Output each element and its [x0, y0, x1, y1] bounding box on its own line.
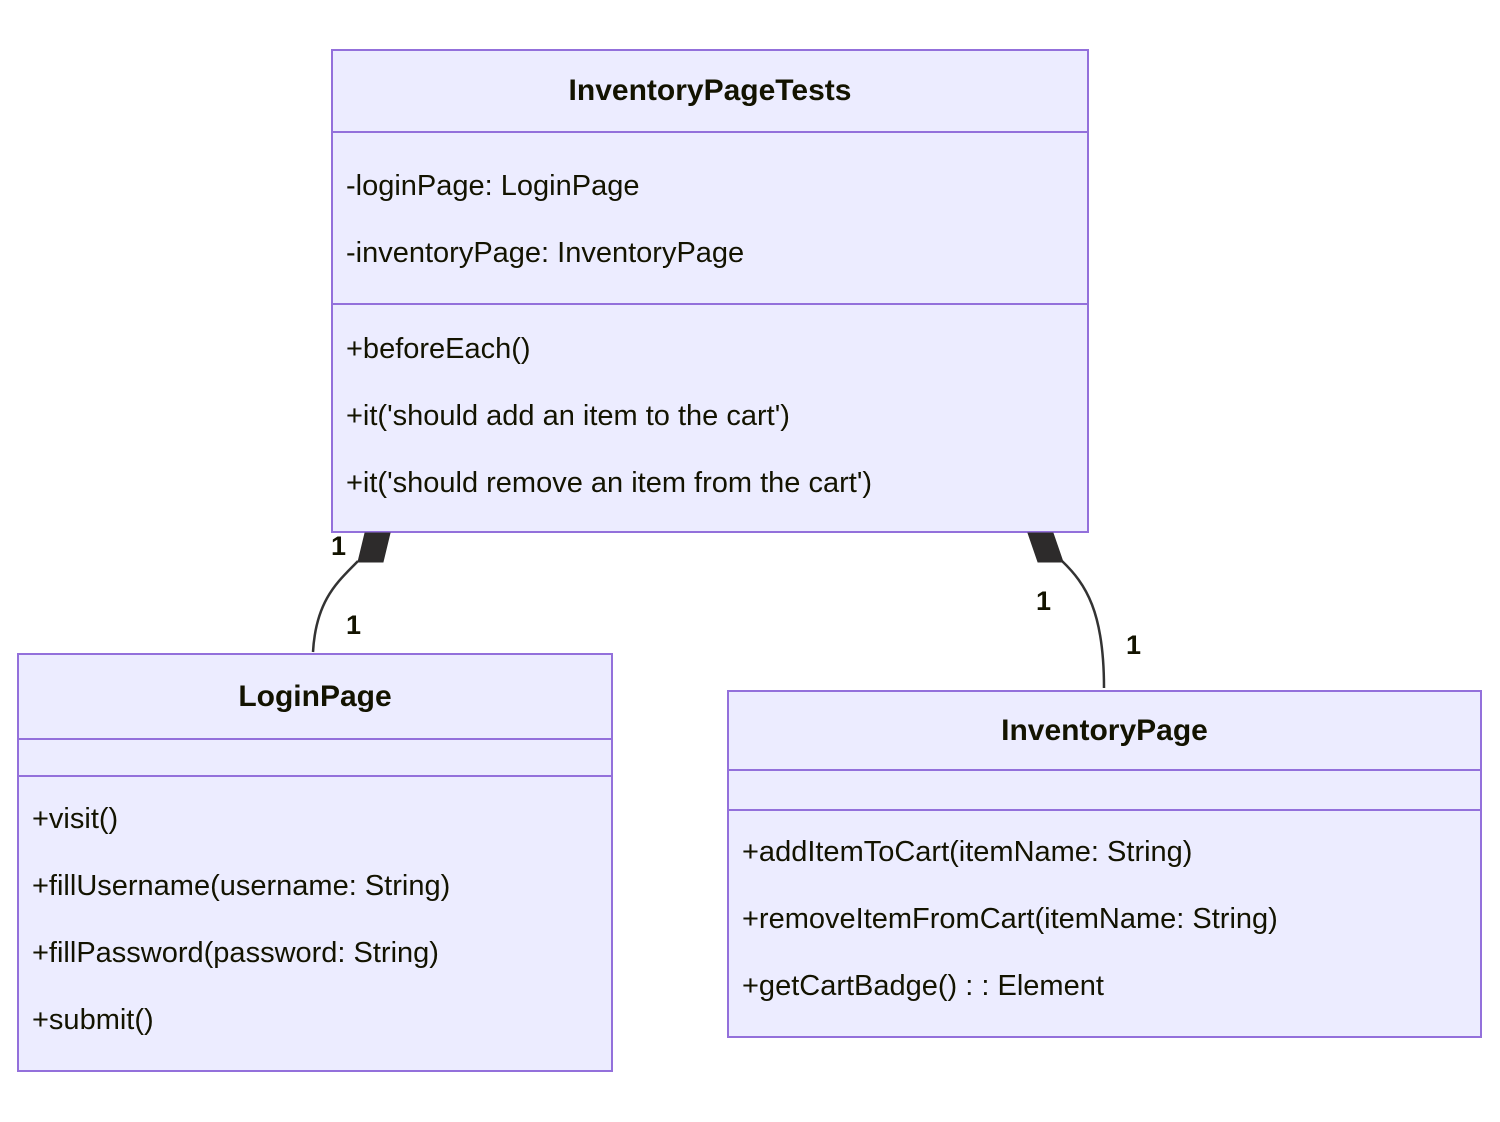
class-method: +beforeEach() — [346, 333, 531, 365]
class-title: LoginPage — [19, 655, 611, 740]
class-node-loginpage: LoginPage +visit() +fillUsername(usernam… — [17, 653, 613, 1072]
class-method: +it('should add an item to the cart') — [346, 400, 790, 432]
class-node-inventorypage: InventoryPage +addItemToCart(itemName: S… — [727, 690, 1482, 1038]
class-method: +submit() — [32, 1004, 154, 1036]
multiplicity-label: 1 — [331, 531, 347, 561]
class-attribute: -inventoryPage: InventoryPage — [346, 237, 745, 269]
class-methods-section: +beforeEach() +it('should add an item to… — [333, 305, 1087, 517]
class-title: InventoryPageTests — [333, 51, 1087, 133]
class-attributes-section-empty — [19, 740, 611, 777]
class-methods-section: +visit() +fillUsername(username: String)… — [19, 777, 611, 1054]
class-attributes-section-empty — [729, 771, 1480, 811]
class-method: +removeItemFromCart(itemName: String) — [742, 903, 1278, 935]
class-node-inventorypagetests: InventoryPageTests -loginPage: LoginPage… — [331, 49, 1089, 533]
class-attribute: -loginPage: LoginPage — [346, 170, 640, 202]
class-attributes-section: -loginPage: LoginPage -inventoryPage: In… — [333, 133, 1087, 305]
composition-diamond-icon — [357, 532, 391, 563]
multiplicity-label: 1 — [346, 610, 362, 640]
composition-edge-to-inventorypage — [1061, 560, 1106, 689]
class-method: +fillPassword(password: String) — [32, 937, 439, 969]
composition-diamond-icon — [1027, 532, 1064, 563]
multiplicity-label: 1 — [1036, 586, 1052, 616]
class-method: +visit() — [32, 803, 119, 835]
class-method: +addItemToCart(itemName: String) — [742, 836, 1193, 868]
class-methods-section: +addItemToCart(itemName: String) +remove… — [729, 811, 1480, 1020]
class-method: +it('should remove an item from the cart… — [346, 467, 873, 499]
class-title: InventoryPage — [729, 692, 1480, 771]
class-method: +fillUsername(username: String) — [32, 870, 451, 902]
multiplicity-label: 1 — [1126, 630, 1142, 660]
class-method: +getCartBadge() : : Element — [742, 970, 1104, 1002]
